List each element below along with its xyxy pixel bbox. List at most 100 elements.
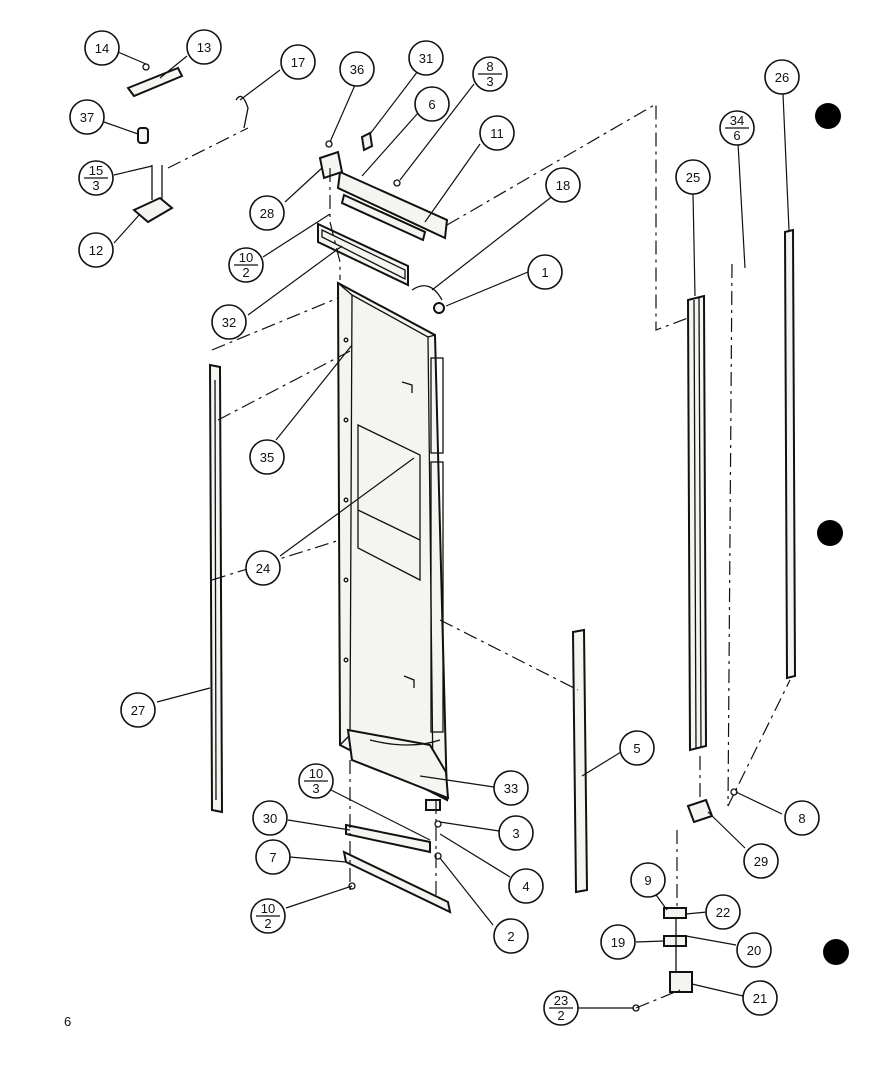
punch-hole-top: [815, 103, 841, 129]
callout-33: 33: [493, 770, 529, 806]
callout-9: 9: [630, 862, 666, 898]
callout-denominator: 2: [264, 916, 271, 931]
callout-number: 6: [428, 97, 435, 112]
callout-10-2: 102: [250, 898, 286, 934]
callout-26: 26: [764, 59, 800, 95]
callout-number: 26: [775, 70, 789, 85]
callout-21: 21: [742, 980, 778, 1016]
callout-35: 35: [249, 439, 285, 475]
callout-number: 35: [260, 450, 274, 465]
callout-number: 7: [269, 850, 276, 865]
callout-22: 22: [705, 894, 741, 930]
callout-number: 8: [798, 811, 805, 826]
callout-25: 25: [675, 159, 711, 195]
callout-number: 27: [131, 703, 145, 718]
door-panel: [336, 281, 450, 802]
callout-number: 28: [260, 206, 274, 221]
callout-denominator: 2: [242, 265, 249, 280]
callout-denominator: 3: [486, 74, 493, 89]
callout-10-2: 102: [228, 247, 264, 283]
callout-1: 1: [527, 254, 563, 290]
callout-number: 3: [512, 826, 519, 841]
callout-number: 18: [556, 178, 570, 193]
callout-28: 28: [249, 195, 285, 231]
callout-11: 11: [479, 115, 515, 151]
top-trim-assembly: [317, 131, 449, 314]
handle-assembly-25: [686, 294, 708, 752]
callout-numerator: 8: [486, 59, 493, 74]
punch-hole-middle: [817, 520, 843, 546]
page-number: 6: [64, 1014, 72, 1029]
callout-23-2: 232: [543, 990, 579, 1026]
callout-number: 19: [611, 935, 625, 950]
callout-number: 30: [263, 811, 277, 826]
callout-number: 11: [490, 126, 504, 141]
callout-32: 32: [211, 304, 247, 340]
callout-2: 2: [493, 918, 529, 954]
callout-number: 9: [644, 873, 651, 888]
callout-number: 36: [350, 62, 364, 77]
callout-number: 1: [541, 265, 548, 280]
callout-14: 14: [84, 30, 120, 66]
side-trim-5: [571, 628, 589, 894]
callout-number: 20: [747, 943, 761, 958]
callout-number: 21: [753, 991, 767, 1006]
callout-number: 2: [507, 929, 514, 944]
callout-24: 24: [245, 550, 281, 586]
callout-17: 17: [280, 44, 316, 80]
callout-13: 13: [186, 29, 222, 65]
callout-34-6: 346: [719, 110, 755, 146]
callout-37: 37: [69, 99, 105, 135]
callout-number: 37: [80, 110, 94, 125]
callout-number: 13: [197, 40, 211, 55]
callout-denominator: 3: [312, 781, 319, 796]
callout-numerator: 15: [89, 163, 103, 178]
leader-lines: [103, 51, 790, 1009]
callout-number: 5: [633, 741, 640, 756]
callout-number: 14: [95, 41, 109, 56]
callout-6: 6: [414, 86, 450, 122]
callout-36: 36: [339, 51, 375, 87]
callout-numerator: 23: [554, 993, 568, 1008]
bottom-hinge-assembly: [632, 788, 738, 1012]
punch-hole-bottom: [823, 939, 849, 965]
callout-27: 27: [120, 692, 156, 728]
callout-numerator: 10: [261, 901, 275, 916]
callout-20: 20: [736, 932, 772, 968]
callout-3: 3: [498, 815, 534, 851]
gasket-strip-26: [783, 228, 797, 680]
callout-5: 5: [619, 730, 655, 766]
callout-number: 32: [222, 315, 236, 330]
callout-12: 12: [78, 232, 114, 268]
callout-8: 8: [784, 800, 820, 836]
callout-29: 29: [743, 843, 779, 879]
callout-19: 19: [600, 924, 636, 960]
callout-numerator: 10: [309, 766, 323, 781]
callout-number: 17: [291, 55, 305, 70]
callout-31: 31: [408, 40, 444, 76]
bottom-trim-assembly: [342, 799, 452, 914]
callout-number: 22: [716, 905, 730, 920]
callout-numerator: 34: [730, 113, 744, 128]
callout-number: 25: [686, 170, 700, 185]
callout-denominator: 3: [92, 178, 99, 193]
callout-number: 12: [89, 243, 103, 258]
callout-number: 24: [256, 561, 270, 576]
callout-number: 29: [754, 854, 768, 869]
top-hinge-assembly: [126, 63, 249, 224]
callout-number: 4: [522, 879, 529, 894]
callout-denominator: 2: [557, 1008, 564, 1023]
assembly-lines: [167, 102, 791, 1009]
callout-number: 33: [504, 781, 518, 796]
callout-denominator: 6: [733, 128, 740, 143]
callout-30: 30: [252, 800, 288, 836]
callout-8-3: 83: [472, 56, 508, 92]
callout-7: 7: [255, 839, 291, 875]
callout-numerator: 10: [239, 250, 253, 265]
callout-number: 31: [419, 51, 433, 66]
callout-18: 18: [545, 167, 581, 203]
left-door-gasket: [208, 363, 224, 814]
callout-15-3: 153: [78, 160, 114, 196]
